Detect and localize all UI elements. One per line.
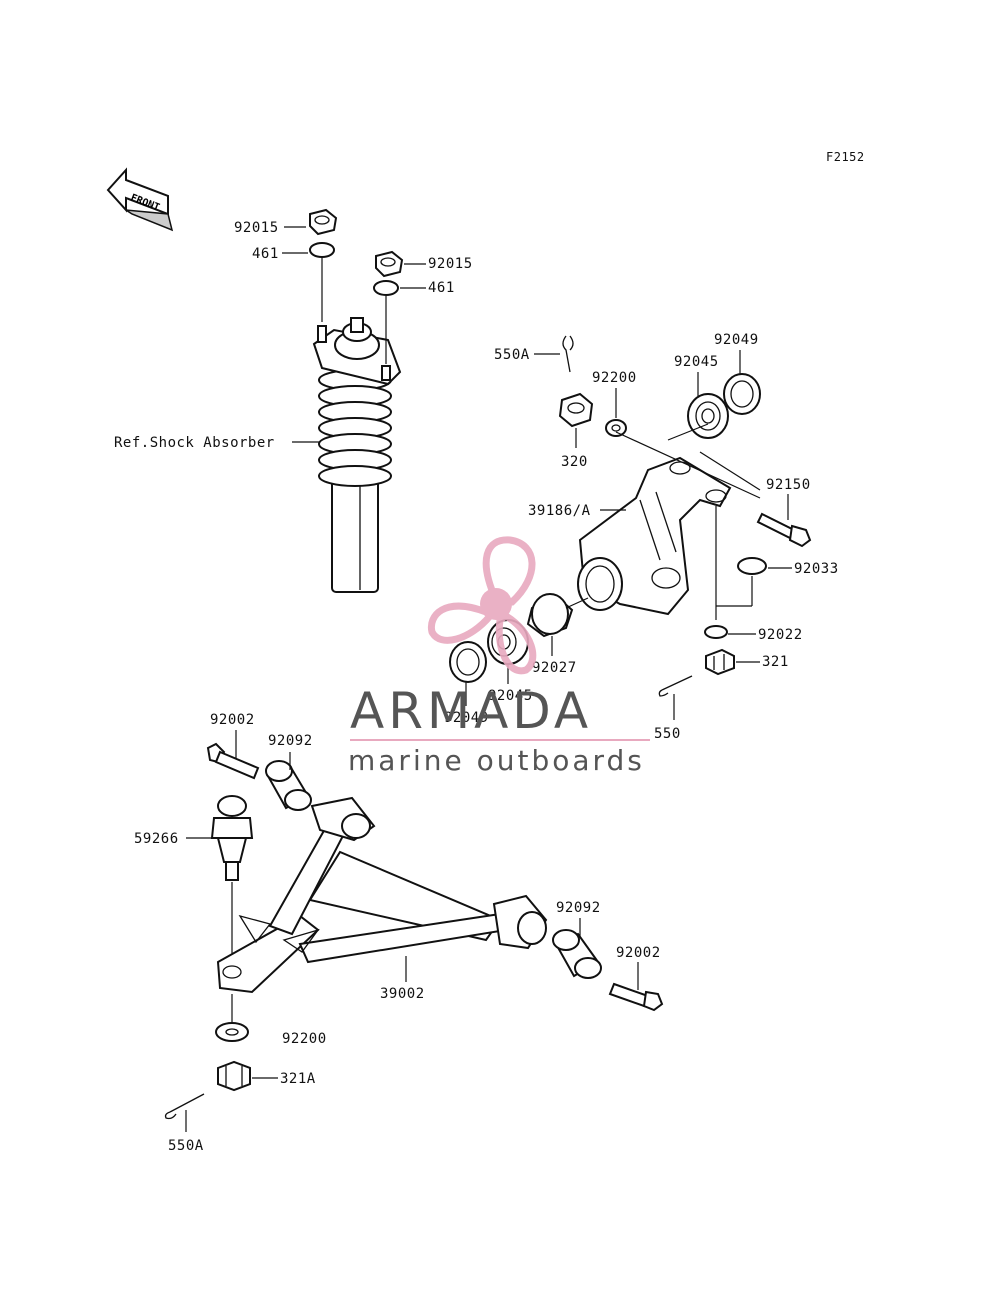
label-castle-nut-321: 321 (762, 654, 789, 670)
label-castle-nut-320: 320 (561, 454, 588, 470)
bushing-92092-right (552, 929, 602, 979)
bolt-92150 (756, 512, 812, 548)
flange-nut-left (309, 208, 338, 236)
seal-lower (449, 641, 487, 683)
label-top-washer-left: 461 (252, 246, 279, 262)
label-bushing-left: 92092 (268, 733, 313, 749)
washer-92022 (704, 625, 728, 639)
bushing-92092-left (265, 760, 312, 811)
steering-knuckle (577, 456, 732, 616)
label-bolt-knuckle: 92150 (766, 477, 811, 493)
watermark-brand: ARMADA (350, 682, 592, 740)
label-circlip: 92033 (794, 561, 839, 577)
label-knuckle: 39186/A (528, 503, 591, 519)
label-cotter-pin-lower: 550 (654, 726, 681, 742)
label-bushing-right: 92092 (556, 900, 601, 916)
label-washer-bottom: 92200 (282, 1031, 327, 1047)
cotter-pin-top (562, 335, 574, 373)
reference-shock-label: Ref.Shock Absorber (114, 435, 275, 451)
armada-logo-icon (427, 536, 537, 675)
watermark-tagline: marine outboards (348, 744, 645, 777)
washer-92200-bottom (215, 1022, 249, 1042)
front-arrow-icon: FRONT (106, 167, 174, 232)
spacer-92027 (526, 593, 574, 638)
label-top-nut-right: 92015 (428, 256, 473, 272)
washer-92200-top (605, 419, 627, 437)
label-castle-nut-bottom: 321A (280, 1071, 316, 1087)
a-arm-39002 (216, 796, 548, 994)
label-spacer: 92027 (532, 660, 577, 676)
bolt-92002-left (206, 742, 260, 780)
label-washer-top: 92200 (592, 370, 637, 386)
bearing-top (687, 393, 729, 439)
label-bolt-arm-left: 92002 (210, 712, 255, 728)
label-seal-lower: 92049 (444, 710, 489, 726)
castle-nut-320 (558, 392, 594, 428)
castle-nut-321a (217, 1060, 251, 1092)
label-top-washer-right: 461 (428, 280, 455, 296)
label-bearing-top: 92045 (674, 354, 719, 370)
figure-code: F2152 (826, 150, 865, 164)
label-cotter-pin-top: 550A (494, 347, 530, 363)
washer-left (309, 242, 335, 258)
cotter-pin-bottom (164, 1093, 205, 1120)
shock-absorber (312, 317, 402, 593)
castle-nut-321 (705, 648, 735, 676)
label-bearing-lower: 92045 (488, 688, 533, 704)
label-seal-top: 92049 (714, 332, 759, 348)
ball-joint (210, 795, 254, 881)
circlip (737, 557, 767, 575)
label-washer-lower: 92022 (758, 627, 803, 643)
label-top-nut-left: 92015 (234, 220, 279, 236)
bolt-92002-right (608, 982, 664, 1012)
flange-nut-right (375, 250, 404, 278)
label-ball-joint: 59266 (134, 831, 179, 847)
seal-top (723, 373, 761, 415)
label-bolt-arm-right: 92002 (616, 945, 661, 961)
cotter-pin-550 (658, 675, 693, 697)
label-a-arm: 39002 (380, 986, 425, 1002)
washer-right (373, 280, 399, 296)
label-cotter-pin-bottom: 550A (168, 1138, 204, 1154)
